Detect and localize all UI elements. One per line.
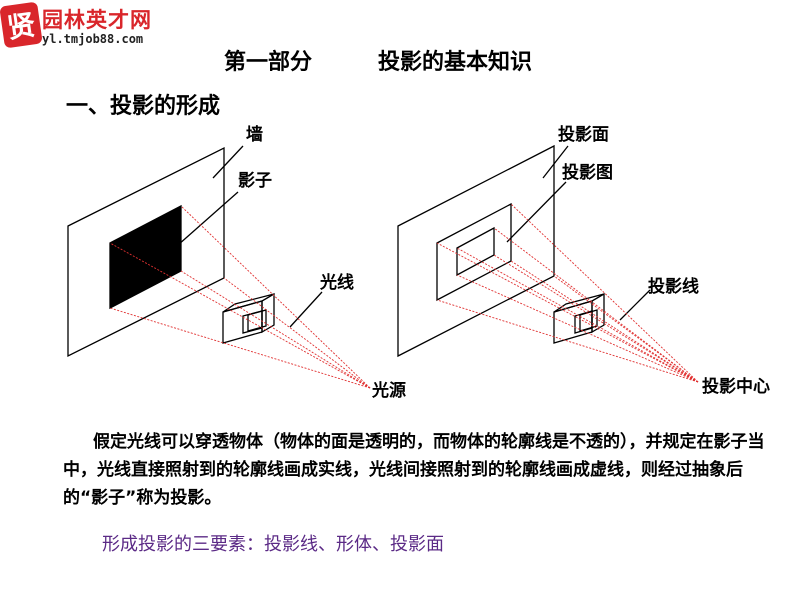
site-logo[interactable]: 贤 园林英才网 yl.tmjob88.com xyxy=(0,1,192,49)
shadow-leader xyxy=(177,191,239,246)
title-part-one: 第一部分 xyxy=(224,50,313,75)
three-elements-line: 形成投影的三要素：投影线、形体、投影面 xyxy=(102,534,444,555)
plane-leader xyxy=(542,145,569,179)
logo-site-name: 园林英才网 xyxy=(42,8,152,32)
shadow-label: 影子 xyxy=(238,171,272,191)
section-heading: 一、投影的形成 xyxy=(66,94,221,119)
ray-label: 光线 xyxy=(319,272,354,293)
left-rays xyxy=(109,205,371,389)
shadow-rect xyxy=(109,204,182,310)
object-box-window-inner xyxy=(579,309,598,332)
light-source-label: 光源 xyxy=(371,380,406,401)
explanation-paragraph: 假定光线可以穿透物体（物体的面是透明的，而物体的轮廓线是不透的），并规定在影子当… xyxy=(63,432,765,508)
logo-site-url: yl.tmjob88.com xyxy=(42,32,144,46)
projection-ray-label: 投影线 xyxy=(648,276,699,297)
page-title: 第一部分 投影的基本知识 xyxy=(224,44,532,76)
image-label: 投影图 xyxy=(562,162,613,183)
left-figure xyxy=(67,145,323,358)
wall-label: 墙 xyxy=(246,124,263,145)
projection-diagram: 墙 影子 光线 光源 投影面 投影图 投影线 投影中心 xyxy=(67,124,770,401)
projection-outer-rect xyxy=(436,202,512,302)
plane-label: 投影面 xyxy=(558,124,609,145)
title-part-two: 投影的基本知识 xyxy=(378,50,533,75)
wall-leader xyxy=(212,145,244,179)
projection-inner-rect xyxy=(456,226,495,277)
light-box-window-inner xyxy=(247,309,267,332)
image-leader xyxy=(506,181,567,243)
object-box-front xyxy=(553,300,593,344)
projection-plane xyxy=(397,144,555,358)
projection-center-label: 投影中心 xyxy=(702,376,770,397)
projection-ray-leader xyxy=(619,289,651,321)
ray-leader xyxy=(289,291,323,328)
right-rays xyxy=(436,203,699,383)
